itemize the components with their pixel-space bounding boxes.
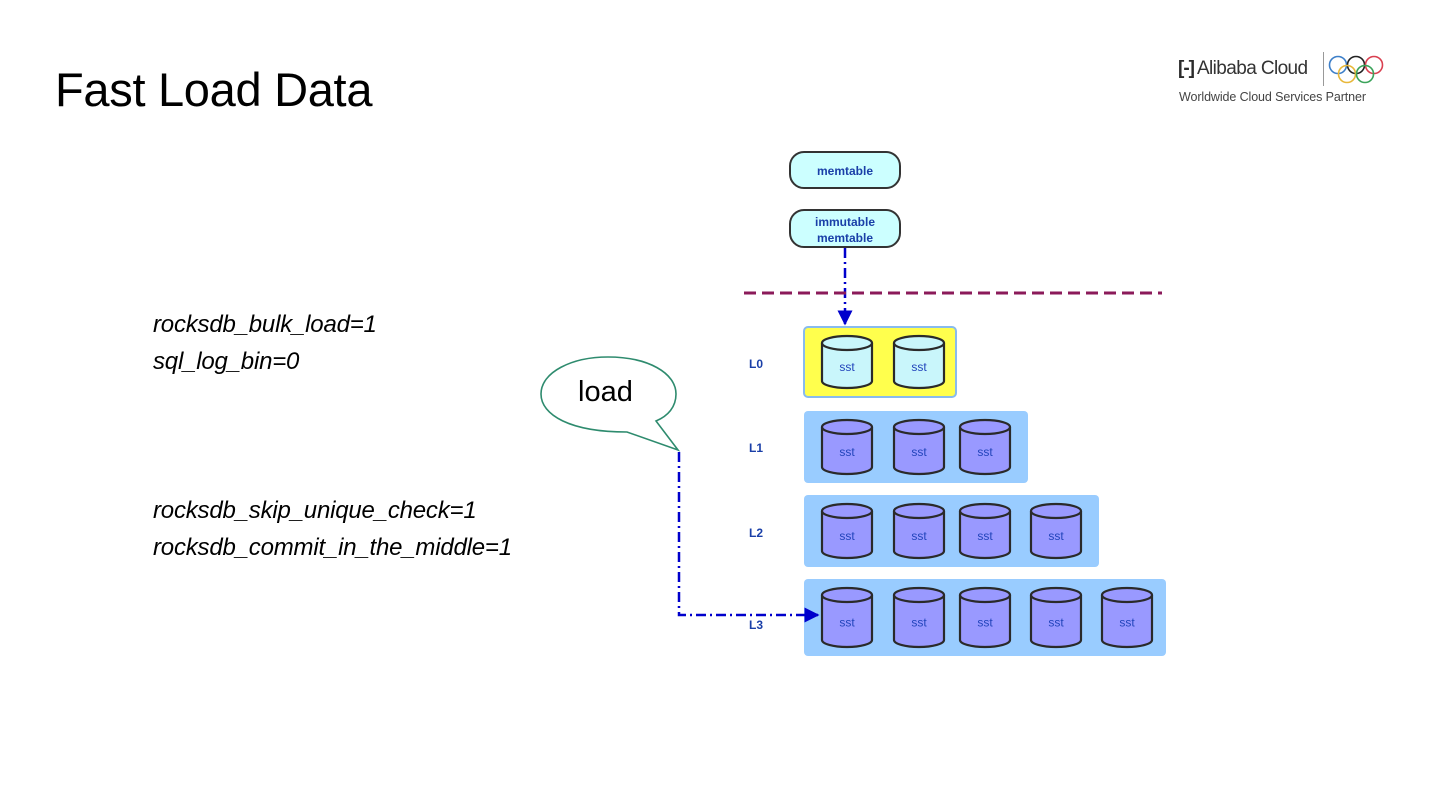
logo-brand-text: Alibaba Cloud xyxy=(1196,58,1308,79)
logo-divider xyxy=(1323,52,1324,86)
slide-title: Fast Load Data xyxy=(55,63,373,116)
sst-label: sst xyxy=(911,616,927,630)
level-label: L3 xyxy=(749,618,763,632)
settings-group-checks: rocksdb_skip_unique_check=1 rocksdb_comm… xyxy=(153,492,512,566)
bulk-load-arrow xyxy=(677,452,820,623)
sst-label: sst xyxy=(1119,616,1135,630)
sst-label: sst xyxy=(911,529,927,543)
sst-file: sst xyxy=(820,502,874,560)
immutable-memtable-node: immutable memtable xyxy=(789,209,901,248)
sst-file: sst xyxy=(1100,586,1154,649)
sst-file: sst xyxy=(892,502,946,560)
immutable-label-line1: immutable xyxy=(815,215,875,229)
settings-group-bulk: rocksdb_bulk_load=1 sql_log_bin=0 xyxy=(153,306,377,380)
sst-file: sst xyxy=(958,502,1012,560)
sst-file: sst xyxy=(1029,502,1083,560)
sst-file: sst xyxy=(892,418,946,476)
sst-file: sst xyxy=(958,418,1012,476)
sst-file: sst xyxy=(820,418,874,476)
sst-label: sst xyxy=(839,445,855,459)
setting-commit-in-middle: rocksdb_commit_in_the_middle=1 xyxy=(153,534,512,561)
sst-label: sst xyxy=(1048,616,1064,630)
sst-file: sst xyxy=(1029,586,1083,649)
logo-tagline: Worldwide Cloud Services Partner xyxy=(1179,90,1366,104)
sst-label: sst xyxy=(977,445,993,459)
sst-file: sst xyxy=(958,586,1012,649)
sst-label: sst xyxy=(839,529,855,543)
load-callout-bubble xyxy=(540,356,681,452)
setting-sql-log-bin: sql_log_bin=0 xyxy=(153,348,300,375)
level-l0: L0 sst sst xyxy=(749,326,957,398)
sst-file: sst xyxy=(892,334,946,390)
sst-label: sst xyxy=(911,360,927,374)
level-l3: L3 sst sst sst sst sst xyxy=(749,579,1166,656)
memtable-label: memtable xyxy=(817,164,873,178)
alibaba-bracket-icon: [-] xyxy=(1178,58,1195,79)
immutable-label-line2: memtable xyxy=(817,231,873,245)
logo-brand: [-]Alibaba Cloud xyxy=(1178,58,1308,80)
olympic-rings-icon xyxy=(1328,55,1384,84)
level-l1: L1 sst sst sst xyxy=(749,411,1028,483)
load-callout-text: load xyxy=(578,376,633,408)
sst-file: sst xyxy=(820,586,874,649)
sst-file: sst xyxy=(820,334,874,390)
sst-label: sst xyxy=(911,445,927,459)
sst-label: sst xyxy=(977,529,993,543)
level-box xyxy=(804,495,1099,567)
sst-label: sst xyxy=(1048,529,1064,543)
level-label: L1 xyxy=(749,441,763,455)
alibaba-cloud-logo: [-]Alibaba Cloud Worldwide Cloud Service… xyxy=(1178,52,1388,108)
level-l2: L2 sst sst sst sst xyxy=(749,495,1099,567)
setting-skip-unique-check: rocksdb_skip_unique_check=1 xyxy=(153,497,477,524)
sst-label: sst xyxy=(839,616,855,630)
memtable-node: memtable xyxy=(789,151,901,189)
sst-label: sst xyxy=(977,616,993,630)
level-label: L2 xyxy=(749,526,763,540)
level-label: L0 xyxy=(749,357,763,371)
sst-label: sst xyxy=(839,360,855,374)
sst-file: sst xyxy=(892,586,946,649)
setting-rocksdb-bulk-load: rocksdb_bulk_load=1 xyxy=(153,311,377,338)
